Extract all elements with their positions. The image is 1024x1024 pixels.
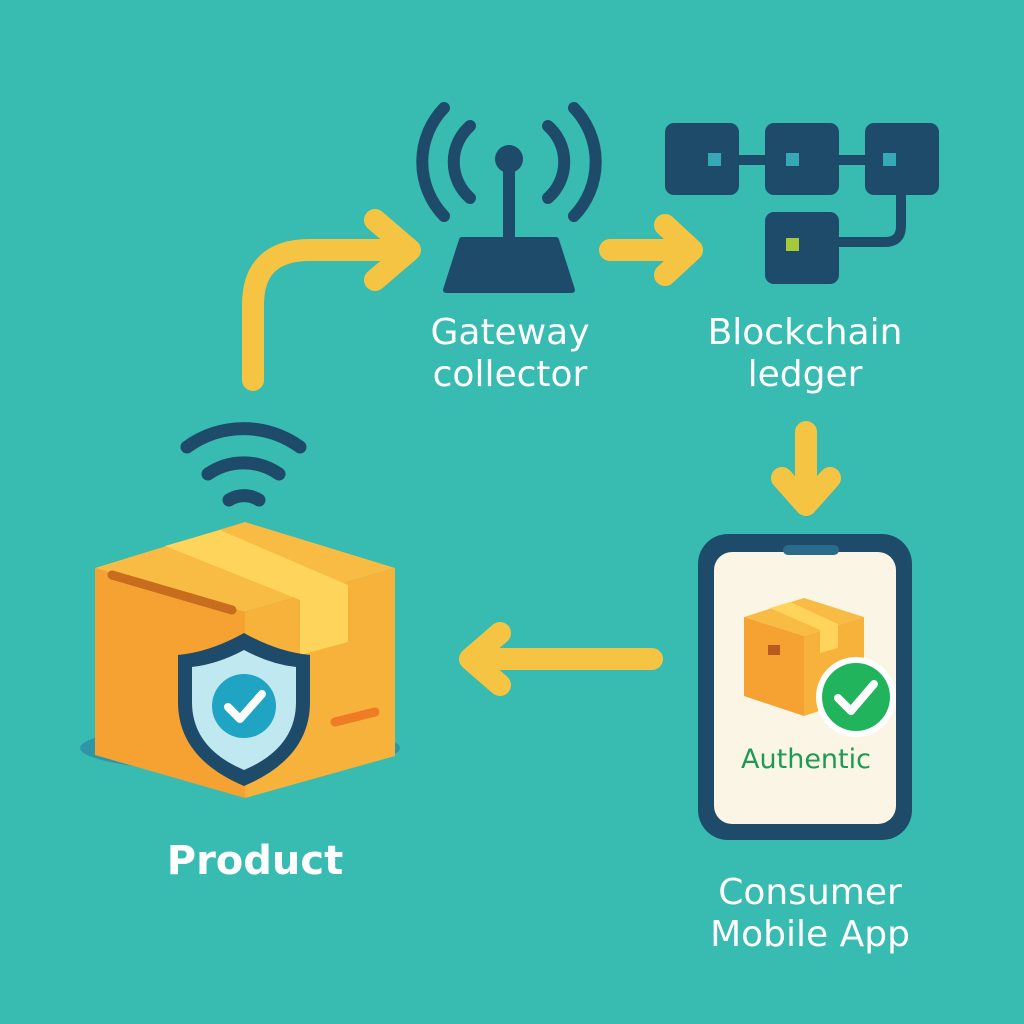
wifi-icon (180, 422, 307, 507)
consumer-mobile-app-label: Consumer Mobile App (680, 872, 940, 957)
check-badge-icon (816, 657, 896, 737)
arrow-blockchain-to-app (771, 421, 841, 516)
blockchain-blocks-icon (665, 123, 939, 284)
blockchain-label-line1: Blockchain (707, 312, 903, 353)
blockchain-ledger-label: Blockchain ledger (680, 312, 930, 397)
gateway-label-line2: collector (432, 354, 588, 396)
antenna-router-icon (416, 102, 602, 293)
shielded-box-icon (80, 422, 400, 798)
arrow-gateway-to-blockchain (599, 214, 703, 286)
arrow-app-to-product (459, 622, 663, 696)
consumer-label-line2: Mobile App (710, 914, 910, 956)
gateway-collector-label: Gateway collector (395, 312, 625, 397)
blockchain-label-line2: ledger (747, 354, 863, 396)
product-label: Product (166, 838, 344, 884)
gateway-label-line1: Gateway (430, 312, 590, 353)
smartphone-icon (698, 534, 912, 840)
consumer-label-line1: Consumer (718, 872, 902, 913)
authentic-status-text: Authentic (741, 744, 871, 775)
arrow-product-to-gateway (242, 209, 421, 391)
